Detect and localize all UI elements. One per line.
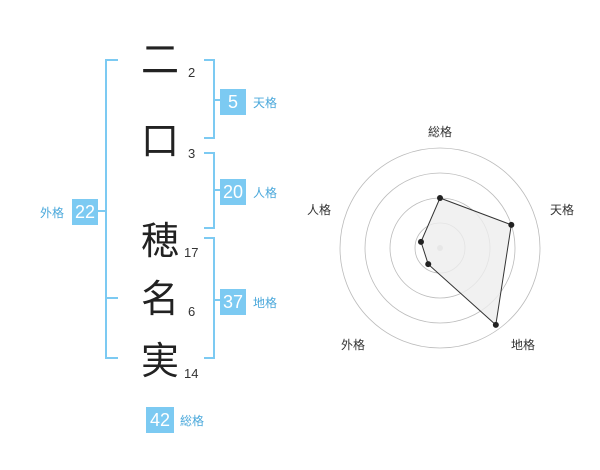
- name-char-5: 実: [140, 339, 179, 383]
- name-char-2: 口: [140, 119, 179, 163]
- jinkaku-value: 20: [220, 179, 246, 205]
- name-char-3: 穂: [140, 219, 179, 263]
- name-char-4: 名: [140, 277, 179, 321]
- chikaku-value: 37: [220, 289, 246, 315]
- radar-point-2: [508, 221, 515, 228]
- radar-label-jinkaku: 人格: [307, 203, 332, 217]
- radar-point-5: [417, 238, 424, 245]
- stroke-count-5: 14: [184, 366, 199, 381]
- radar-label-soukaku: 総格: [428, 125, 453, 139]
- stroke-count-1: 2: [188, 65, 196, 80]
- tenkaku-label: 天格: [253, 96, 278, 110]
- gaikaku-label: 外格: [40, 206, 65, 220]
- soukaku-label: 総格: [180, 414, 205, 428]
- radar-point-1: [437, 195, 443, 201]
- chikaku-bracket: [204, 237, 215, 359]
- stroke-count-2: 3: [188, 146, 196, 161]
- radar-point-3: [492, 321, 499, 328]
- radar-point-4: [425, 261, 432, 268]
- stroke-count-3: 17: [184, 245, 199, 260]
- tenkaku-value: 5: [220, 89, 246, 115]
- radar-area: [420, 197, 512, 326]
- jinkaku-label: 人格: [253, 186, 278, 200]
- radar-label-tenkaku: 天格: [550, 203, 575, 217]
- soukaku-value: 42: [146, 407, 174, 433]
- gaikaku-value: 22: [72, 199, 98, 225]
- radar-points: [417, 195, 515, 328]
- radar-label-chikaku: 地格: [511, 338, 536, 352]
- chikaku-label: 地格: [253, 296, 278, 310]
- stroke-count-4: 6: [188, 304, 196, 319]
- radar-label-gaikaku: 外格: [341, 338, 366, 352]
- gaikaku-bracket: [105, 59, 118, 359]
- name-char-1: 二: [140, 38, 179, 82]
- radar-ring: [364, 172, 516, 324]
- radar-ring: [339, 147, 541, 349]
